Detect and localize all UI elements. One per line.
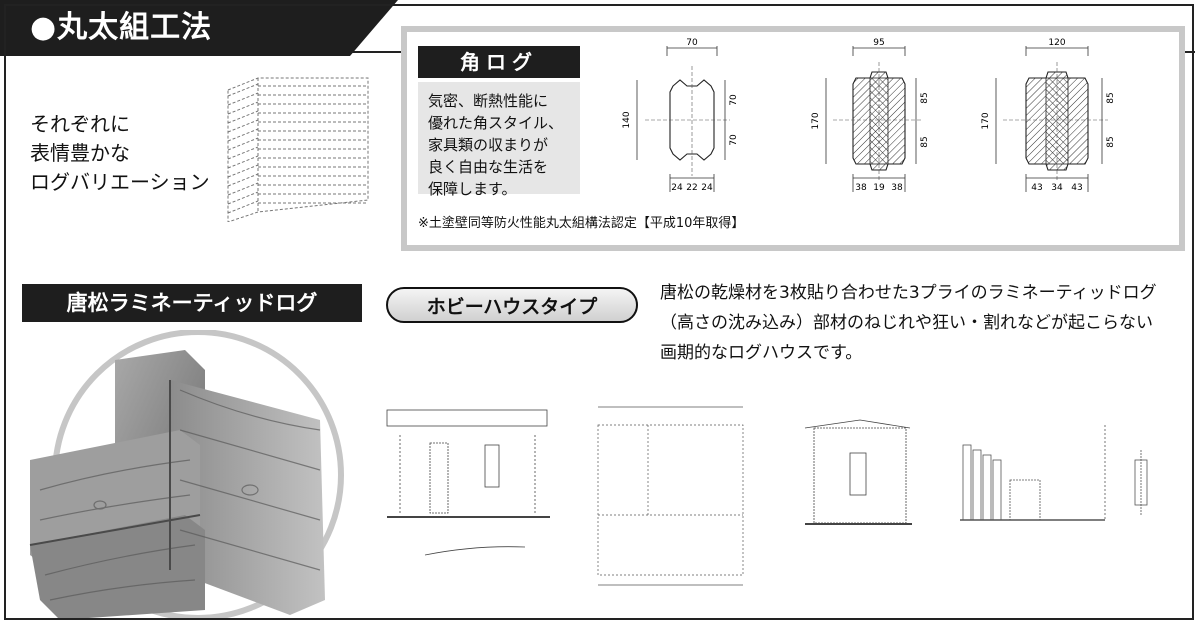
dim-bottom: 22 (686, 183, 697, 193)
floor-plan-drawing (597, 406, 744, 586)
dim-bottom: 38 (855, 183, 867, 193)
dim-half: 85 (920, 92, 930, 103)
desc-line: 良く自由な生活を (428, 158, 549, 176)
desc-line: （高さの沈み込み）部材のねじれや狂い・割れなどが起こらない (660, 313, 1153, 333)
log-profile-95: 95 170 85 85 38 19 38 (811, 38, 930, 193)
side-elevation-drawing (804, 419, 912, 525)
section-drawing (960, 425, 1148, 521)
intro-line: ログバリエーション (30, 170, 210, 194)
certification-note: ※土塗壁同等防火性能丸太組構法認定【平成10年取得】 (418, 216, 745, 231)
dim-height: 170 (811, 112, 821, 129)
dim-bottom: 34 (1051, 183, 1063, 193)
dim-bottom: 24 (671, 183, 683, 193)
desc-line: 気密、断熱性能に (428, 92, 549, 110)
dim-half: 85 (1106, 92, 1116, 103)
laminated-description: 唐松の乾燥材を3枚貼り合わせた3プライのラミネーティッドログ （高さの沈み込み）… (660, 278, 1157, 368)
dim-half: 85 (1106, 136, 1116, 147)
hobby-house-badge: ホビーハウスタイプ (386, 287, 638, 323)
dim-bottom: 24 (701, 183, 713, 193)
desc-line: 家具類の収まりが (428, 136, 549, 154)
front-elevation-drawing (386, 409, 550, 556)
dim-width: 120 (1048, 38, 1065, 48)
dim-height: 140 (622, 111, 632, 128)
dim-height: 170 (981, 112, 991, 129)
desc-line: 唐松の乾燥材を3枚貼り合わせた3プライのラミネーティッドログ (660, 283, 1157, 303)
page-title: ●丸太組工法 (30, 10, 213, 45)
dim-bottom: 43 (1031, 183, 1042, 193)
dim-half: 70 (729, 94, 739, 106)
kaku-log-description: 気密、断熱性能に 優れた角スタイル、 家具類の収まりが 良く自由な生活を 保障し… (418, 82, 580, 198)
dim-bottom: 38 (891, 183, 903, 193)
log-profile-120: 120 170 85 85 43 34 43 (981, 38, 1116, 193)
dim-half: 70 (729, 134, 739, 146)
dim-bottom: 19 (873, 183, 885, 193)
intro-text: それぞれに 表情豊かな ログバリエーション (30, 110, 210, 197)
log-wall-illustration (227, 77, 369, 222)
intro-line: それぞれに (30, 112, 130, 136)
log-profile-70: 70 140 70 70 24 22 24 (622, 38, 739, 193)
dim-bottom: 43 (1071, 183, 1082, 193)
desc-line: 優れた角スタイル、 (428, 114, 564, 132)
dim-width: 95 (873, 38, 884, 48)
intro-line: 表情豊かな (30, 141, 130, 165)
dim-half: 85 (920, 136, 930, 147)
dim-width: 70 (686, 38, 698, 48)
kaku-log-label: 角ログ (418, 46, 580, 78)
desc-line: 画期的なログハウスです。 (660, 343, 863, 363)
log-corner-photo (29, 330, 344, 620)
laminated-log-label: 唐松ラミネーティッドログ (22, 284, 362, 322)
desc-line: 保障します。 (428, 180, 517, 198)
